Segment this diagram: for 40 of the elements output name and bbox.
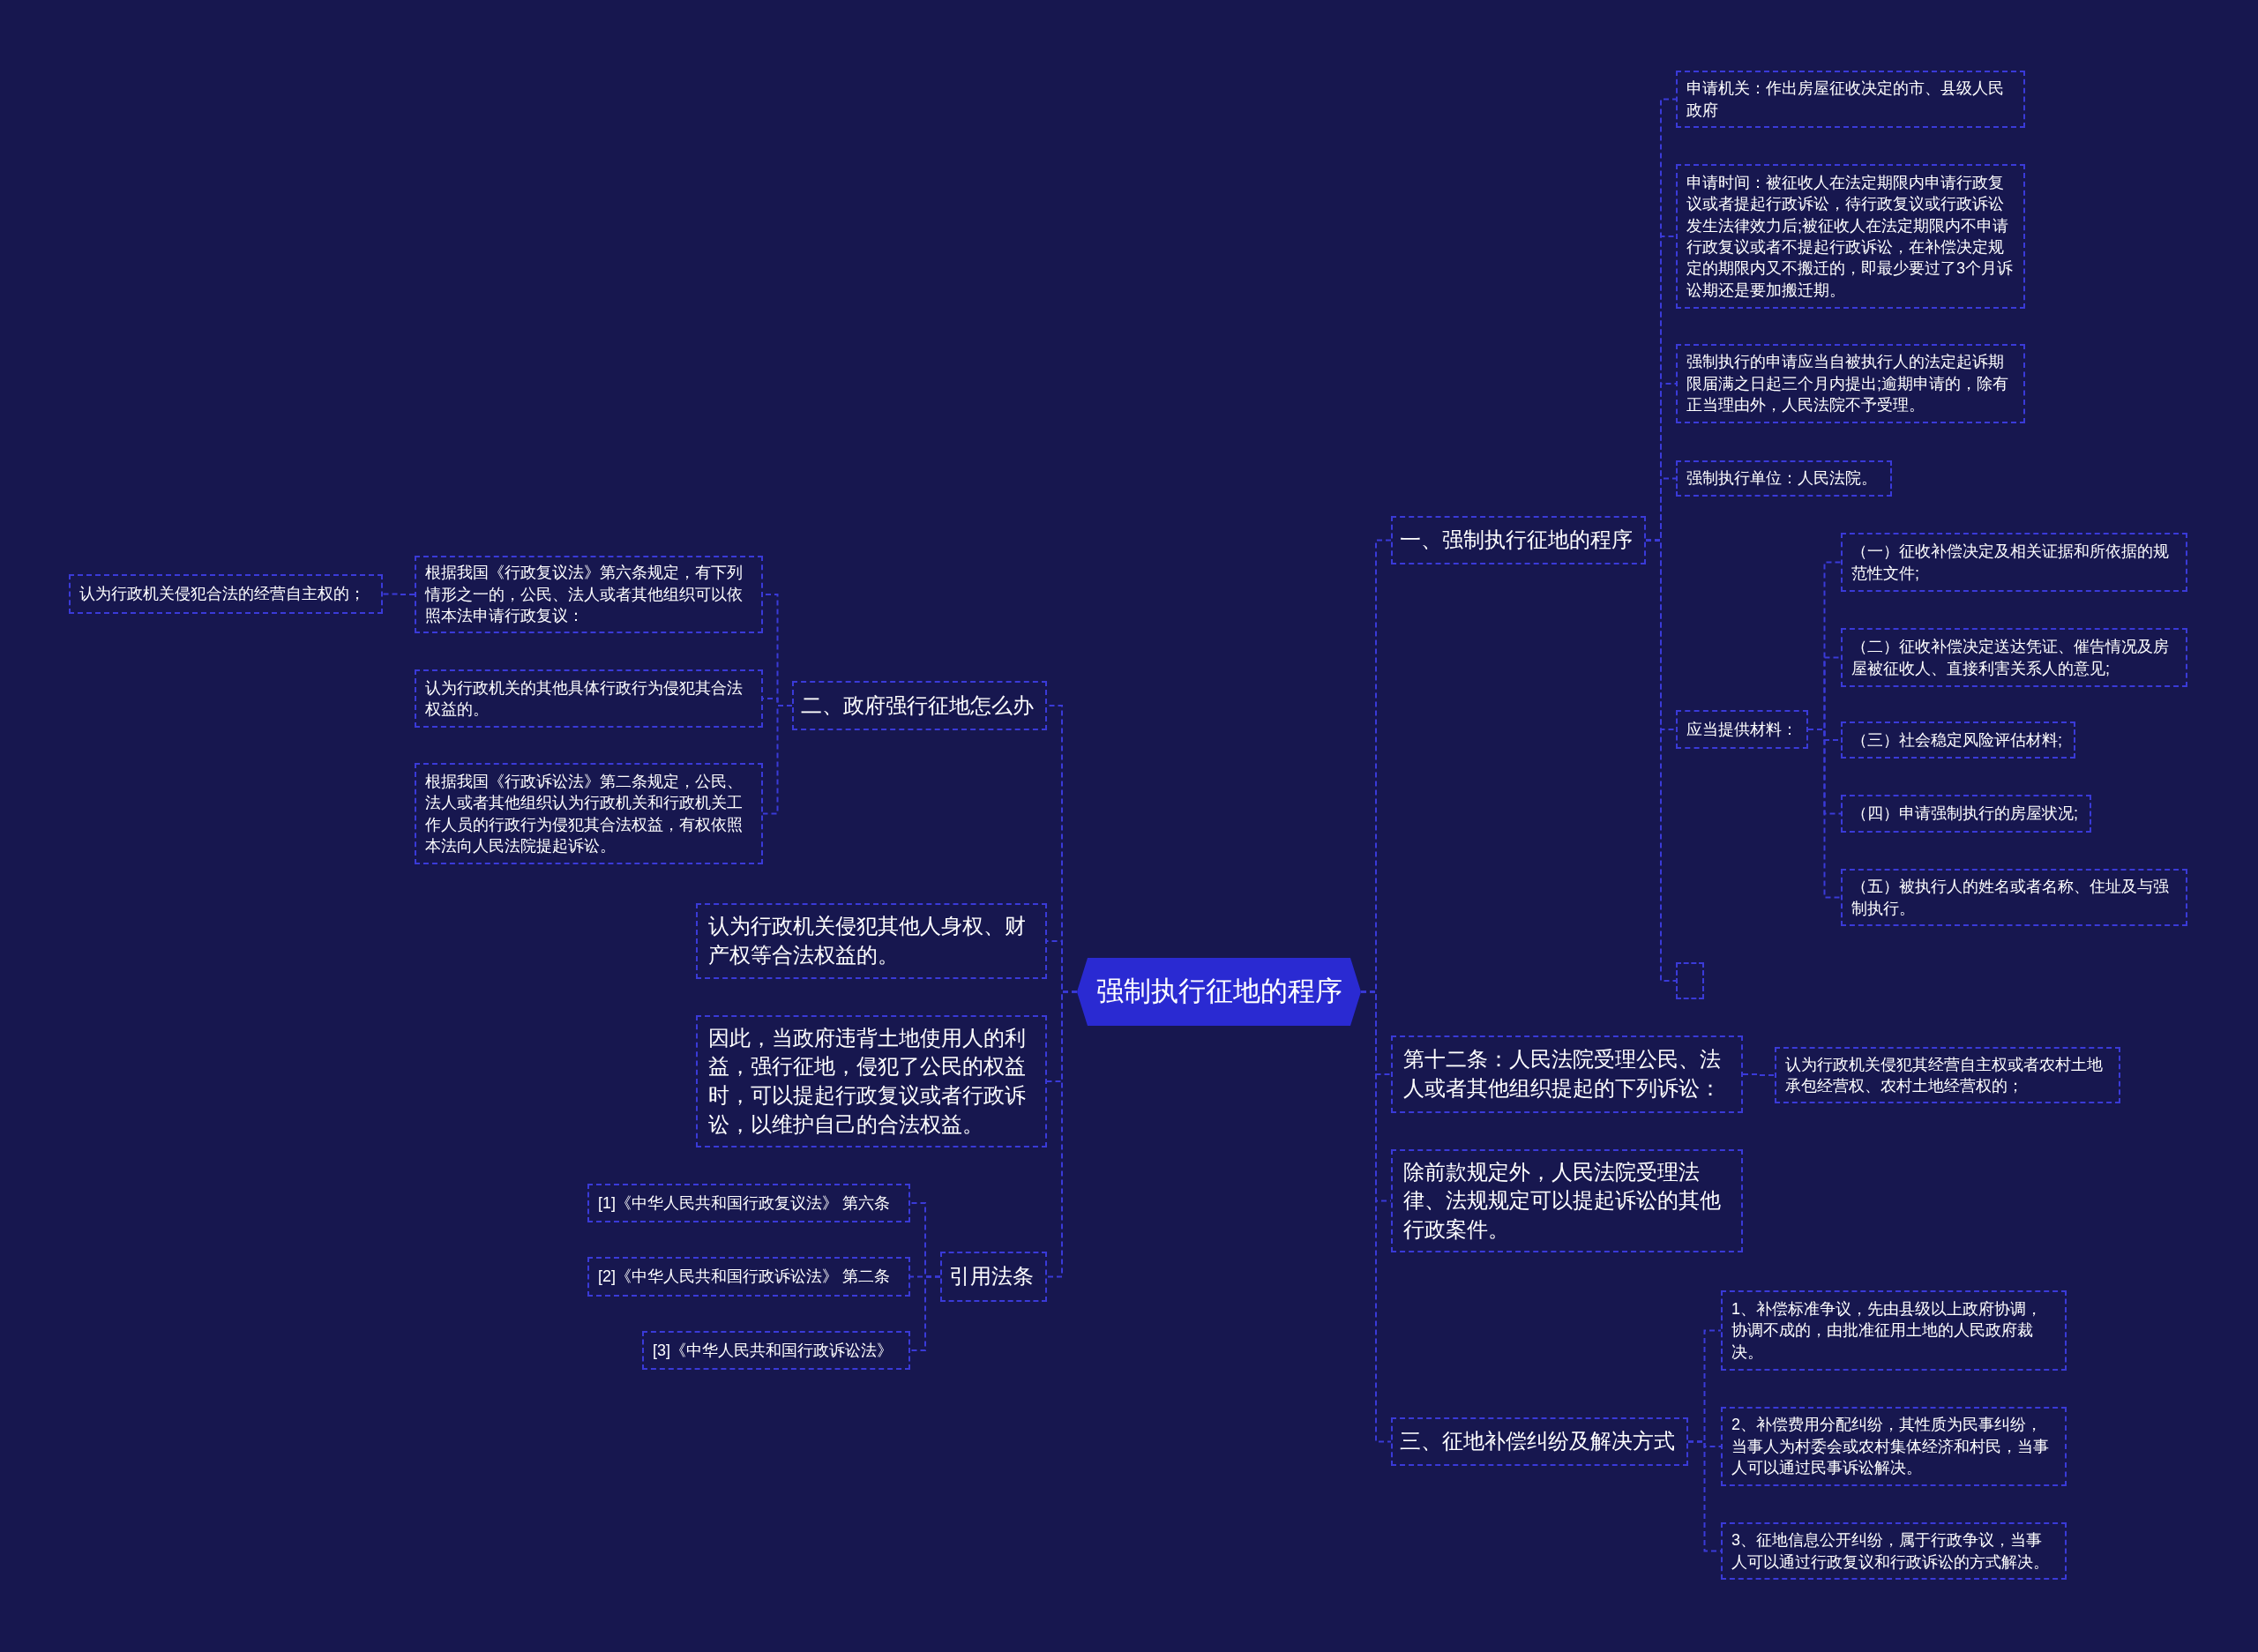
connector-line: [1687, 1440, 1722, 1552]
note-box: 应当提供材料：: [1676, 710, 1808, 749]
empty-box: [1676, 962, 1704, 999]
connector-line: [909, 1275, 941, 1351]
note-box: 申请机关：作出房屋征收决定的市、县级人民政府: [1676, 71, 2025, 128]
note-box: （四）申请强制执行的房屋状况;: [1841, 795, 2091, 833]
topic-box: 三、征地补偿纠纷及解决方式: [1391, 1417, 1688, 1466]
note-box: 认为行政机关的其他具体行政行为侵犯其合法权益的。: [415, 669, 763, 728]
topic-box: 除前款规定外，人民法院受理法律、法规规定可以提起诉讼的其他行政案件。: [1391, 1149, 1743, 1252]
note-box: 认为行政机关侵犯其经营自主权或者农村土地承包经营权、农村土地经营权的；: [1775, 1047, 2120, 1103]
note-box: 根据我国《行政诉讼法》第二条规定，公民、法人或者其他组织认为行政机关和行政机关工作人员的行政行为侵犯其合法权益，有权依照本法向人民法院提起诉讼。: [415, 763, 763, 864]
note-box: 根据我国《行政复议法》第六条规定，有下列情形之一的，公民、法人或者其他组织可以依照本法申请行政复议：: [415, 556, 763, 633]
note-box: 强制执行的申请应当自被执行人的法定起诉期限届满之日起三个月内提出;逾期申请的，除有正当理由外，人民法院不予受理。: [1676, 344, 2025, 423]
connector-line: [1360, 990, 1392, 1443]
topic-hexagon: 强制执行征地的程序: [1077, 958, 1361, 1026]
connector-line: [1046, 990, 1078, 1278]
connector-line: [1645, 539, 1677, 982]
note-box: （一）征收补偿决定及相关证据和所依据的规范性文件;: [1841, 533, 2187, 592]
note-box: [2]《中华人民共和国行政诉讼法》 第二条: [587, 1257, 910, 1297]
connector-line: [382, 593, 415, 595]
topic-box: 第十二条：人民法院受理公民、法人或者其他组织提起的下列诉讼：: [1391, 1035, 1743, 1113]
connector-line: [762, 705, 793, 815]
note-box: [3]《中华人民共和国行政诉讼法》: [642, 1331, 910, 1370]
note-box: 申请时间：被征收人在法定期限内申请行政复议或者提起行政诉讼，待行政复议或行政诉讼发生法律效力后;被征收人在法定期限内不申请行政复议或者不提起行政诉讼，在补偿决定规定的期限内又不搬迁的，即最少要过了3个月诉讼期还是要加搬迁期。: [1676, 164, 2025, 309]
note-box: 3、征地信息公开纠纷，属于行政争议，当事人可以通过行政复议和行政诉讼的方式解决。: [1721, 1522, 2067, 1580]
note-box: （五）被执行人的姓名或者名称、住址及与强制执行。: [1841, 869, 2187, 926]
note-box: 强制执行单位：人民法院。: [1676, 460, 1892, 497]
note-box: （二）征收补偿决定送达凭证、催告情况及房屋被征收人、直接利害关系人的意见;: [1841, 628, 2187, 687]
note-box: 1、补偿标准争议，先由县级以上政府协调，协调不成的，由批准征用土地的人民政府裁决。: [1721, 1290, 2067, 1371]
topic-box: 二、政府强行征地怎么办: [792, 681, 1047, 730]
topic-box: 认为行政机关侵犯其他人身权、财产权等合法权益的。: [696, 903, 1047, 979]
note-box: [1]《中华人民共和国行政复议法》 第六条: [587, 1184, 910, 1222]
topic-box: 引用法条: [940, 1252, 1047, 1302]
connector-line: [1807, 729, 1842, 899]
topic-box: 一、强制执行征地的程序: [1391, 516, 1646, 564]
note-box: 2、补偿费用分配纠纷，其性质为民事纠纷，当事人为村委会或农村集体经济和村民，当事人可以通过民事诉讼解决。: [1721, 1407, 2067, 1486]
topic-box: 因此，当政府违背土地使用人的利益，强行征地，侵犯了公民的权益时，可以提起行政复议或者行政诉讼，以维护自己的合法权益。: [696, 1015, 1047, 1147]
connector-line: [1742, 1073, 1776, 1076]
note-box: 认为行政机关侵犯合法的经营自主权的；: [69, 574, 383, 614]
note-box: （三）社会稳定风险评估材料;: [1841, 721, 2075, 759]
